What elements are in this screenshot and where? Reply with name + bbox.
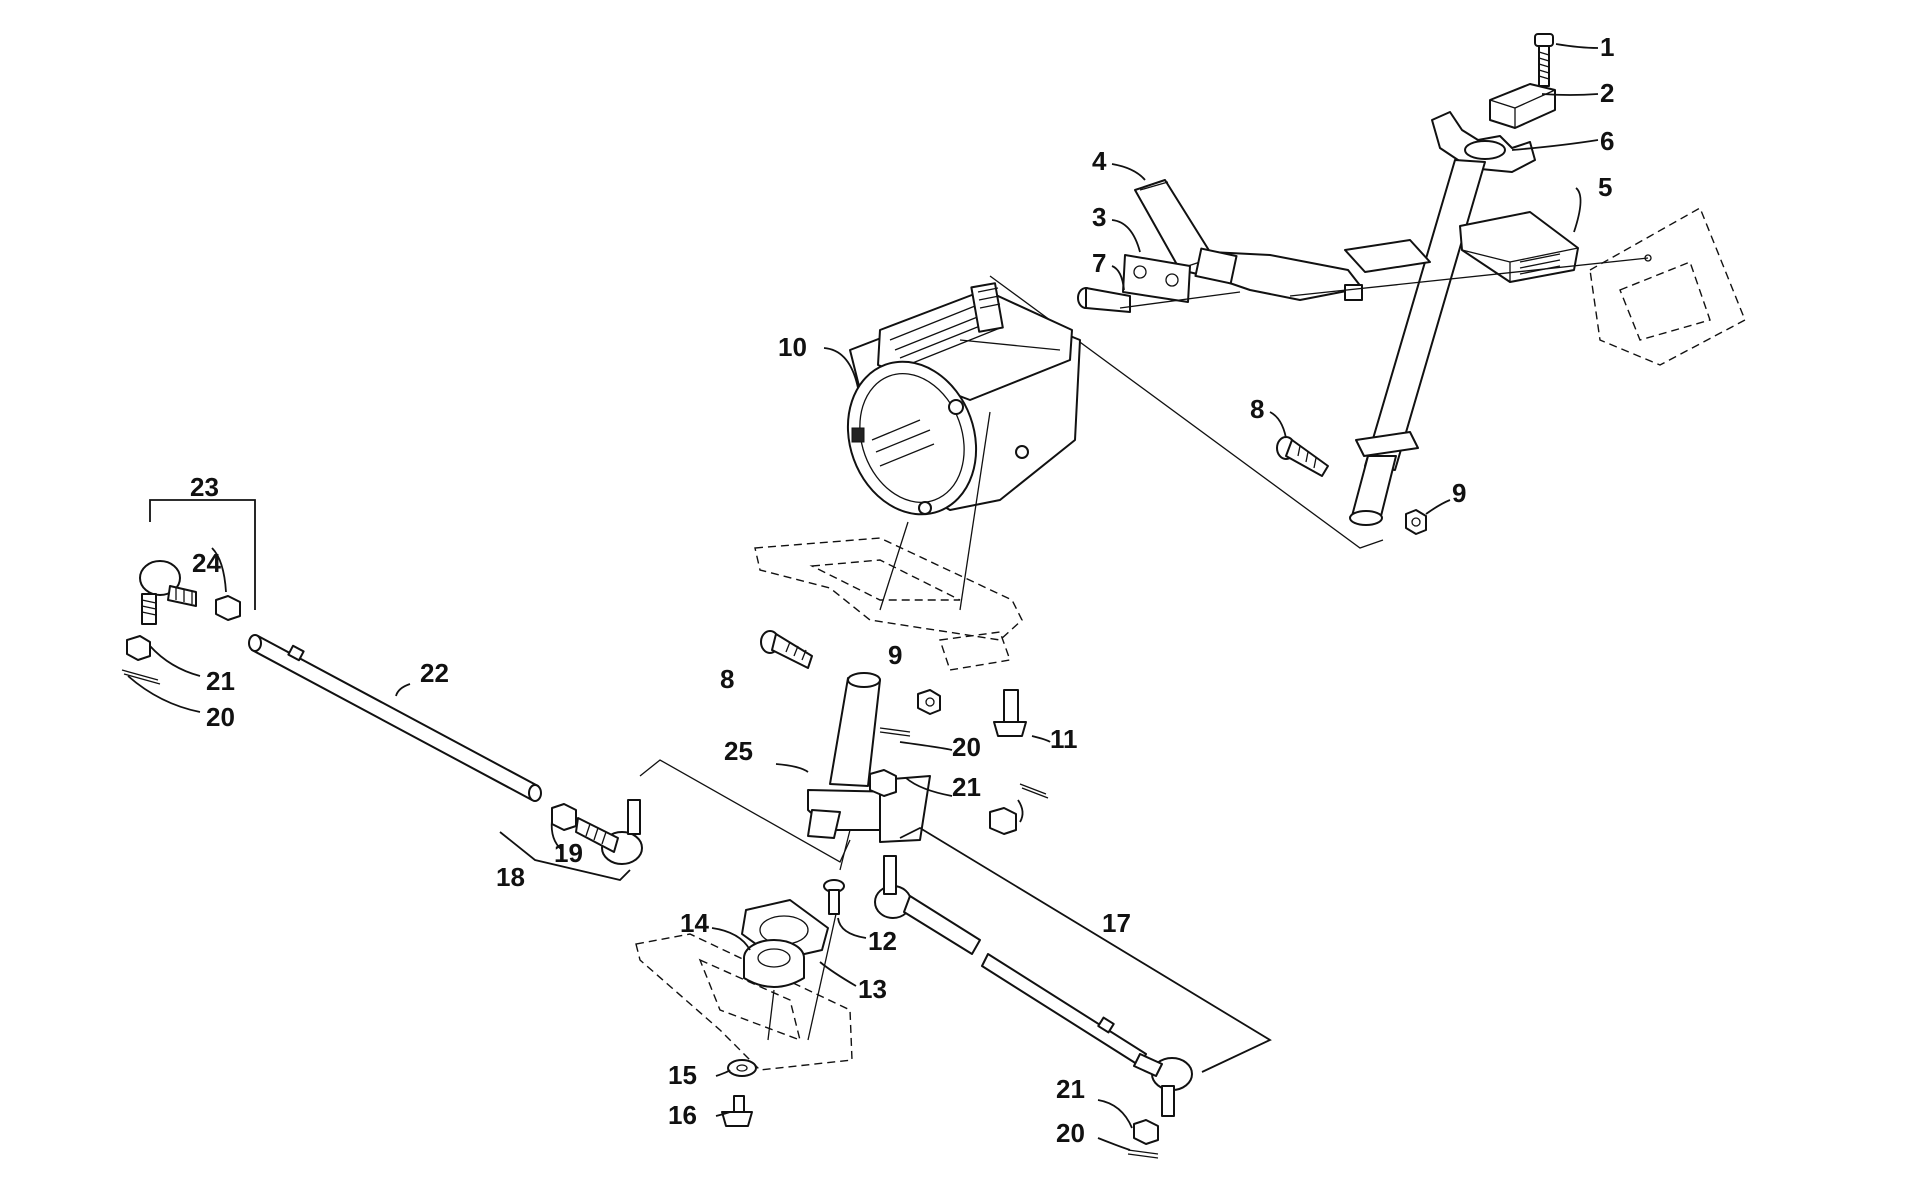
part-16-bolt (721, 1095, 753, 1127)
callout-4: 4 (1092, 146, 1107, 176)
part-21-castle-nut-middle-a (869, 769, 897, 797)
gearbox-mount-plate (754, 411, 1023, 671)
part-15-washer (727, 1059, 757, 1077)
part-5-block (1459, 211, 1579, 283)
part-14-bearing (743, 939, 805, 988)
part-9-nut-upper (1405, 509, 1427, 535)
alignment-line-7 (1119, 291, 1241, 309)
part-11-bolt (993, 689, 1027, 737)
callout-16: 16 (668, 1100, 697, 1130)
callout-6: 6 (1600, 126, 1614, 156)
callout-14: 14 (680, 908, 709, 938)
callout-8-upper: 8 (1250, 394, 1264, 424)
part-22-tie-rod (248, 634, 542, 802)
part-21-castle-nut-middle-b (989, 807, 1017, 835)
callout-9-upper: 9 (1452, 478, 1466, 508)
part-19-nut (551, 803, 577, 831)
bracket-17 (899, 826, 1272, 1073)
callout-labels: 1 2 6 4 5 3 7 8 9 10 23 24 21 20 22 9 8 … (190, 32, 1614, 1148)
callout-15: 15 (668, 1060, 697, 1090)
assembly-line-column-gearbox (989, 275, 1384, 549)
callout-13: 13 (858, 974, 887, 1004)
part-7-pin (1077, 287, 1131, 313)
part-20-cotter-pin-left (121, 669, 161, 685)
callout-22: 22 (420, 658, 449, 688)
callout-8-lower: 8 (720, 664, 734, 694)
callout-7: 7 (1092, 248, 1106, 278)
callout-5: 5 (1598, 172, 1612, 202)
callout-19: 19 (554, 838, 583, 868)
callout-11: 11 (1050, 724, 1078, 754)
part-3-plate (1122, 254, 1191, 303)
callout-20-lower-right: 20 (1056, 1118, 1085, 1148)
part-23-tie-rod-end-left (139, 560, 197, 625)
callout-21-left: 21 (206, 666, 235, 696)
callout-21-lower-right: 21 (1056, 1074, 1085, 1104)
callout-18: 18 (496, 862, 525, 892)
callout-17: 17 (1102, 908, 1131, 938)
callout-25: 25 (724, 736, 753, 766)
part-21-castle-nut-lower-right (1133, 1119, 1159, 1145)
callout-2: 2 (1600, 78, 1614, 108)
lower-frame-bracket (635, 933, 853, 1071)
part-8-bolt-upper (1276, 436, 1329, 477)
callout-leaders (127, 43, 1599, 1151)
part-1-bolt (1534, 33, 1554, 87)
assembly-line-18-25 (639, 759, 851, 863)
bracket-23 (149, 499, 256, 610)
callout-24: 24 (192, 548, 221, 578)
bracket-18 (499, 831, 631, 881)
callout-20-left: 20 (206, 702, 235, 732)
part-10-gearbox (846, 282, 1081, 516)
callout-9-lower: 9 (888, 640, 902, 670)
part-20-cotter-pin-middle (879, 727, 911, 737)
assembly-line-12-13 (767, 913, 837, 1041)
part-24-nut (215, 595, 241, 621)
frame-bracket-right (1589, 206, 1746, 366)
part-9-nut-lower (917, 689, 941, 715)
part-17-tie-rod-right (874, 855, 1193, 1117)
part-8-bolt-lower (760, 630, 813, 669)
part-6-clamp-bracket (1431, 111, 1536, 173)
part-25-steering-arm (807, 672, 931, 871)
part-20-cotter-pin-right-a (1019, 783, 1049, 799)
part-21-castle-nut-left (126, 635, 151, 661)
callout-3: 3 (1092, 202, 1106, 232)
callout-21-middle: 21 (952, 772, 981, 802)
part-18-tie-rod-end-center (575, 799, 643, 865)
callout-1: 1 (1600, 32, 1614, 62)
callout-12: 12 (868, 926, 897, 956)
callout-20-middle: 20 (952, 732, 981, 762)
part-2-clamp-cap (1489, 83, 1556, 129)
callout-10: 10 (778, 332, 807, 362)
alignment-line-5 (1289, 257, 1649, 297)
part-12-screw (823, 879, 845, 915)
part-20-cotter-pin-lower-right (1127, 1149, 1159, 1159)
part-4-mount-bracket (1134, 179, 1363, 301)
callout-23: 23 (190, 472, 219, 502)
steering-column-shaft (1344, 159, 1486, 526)
